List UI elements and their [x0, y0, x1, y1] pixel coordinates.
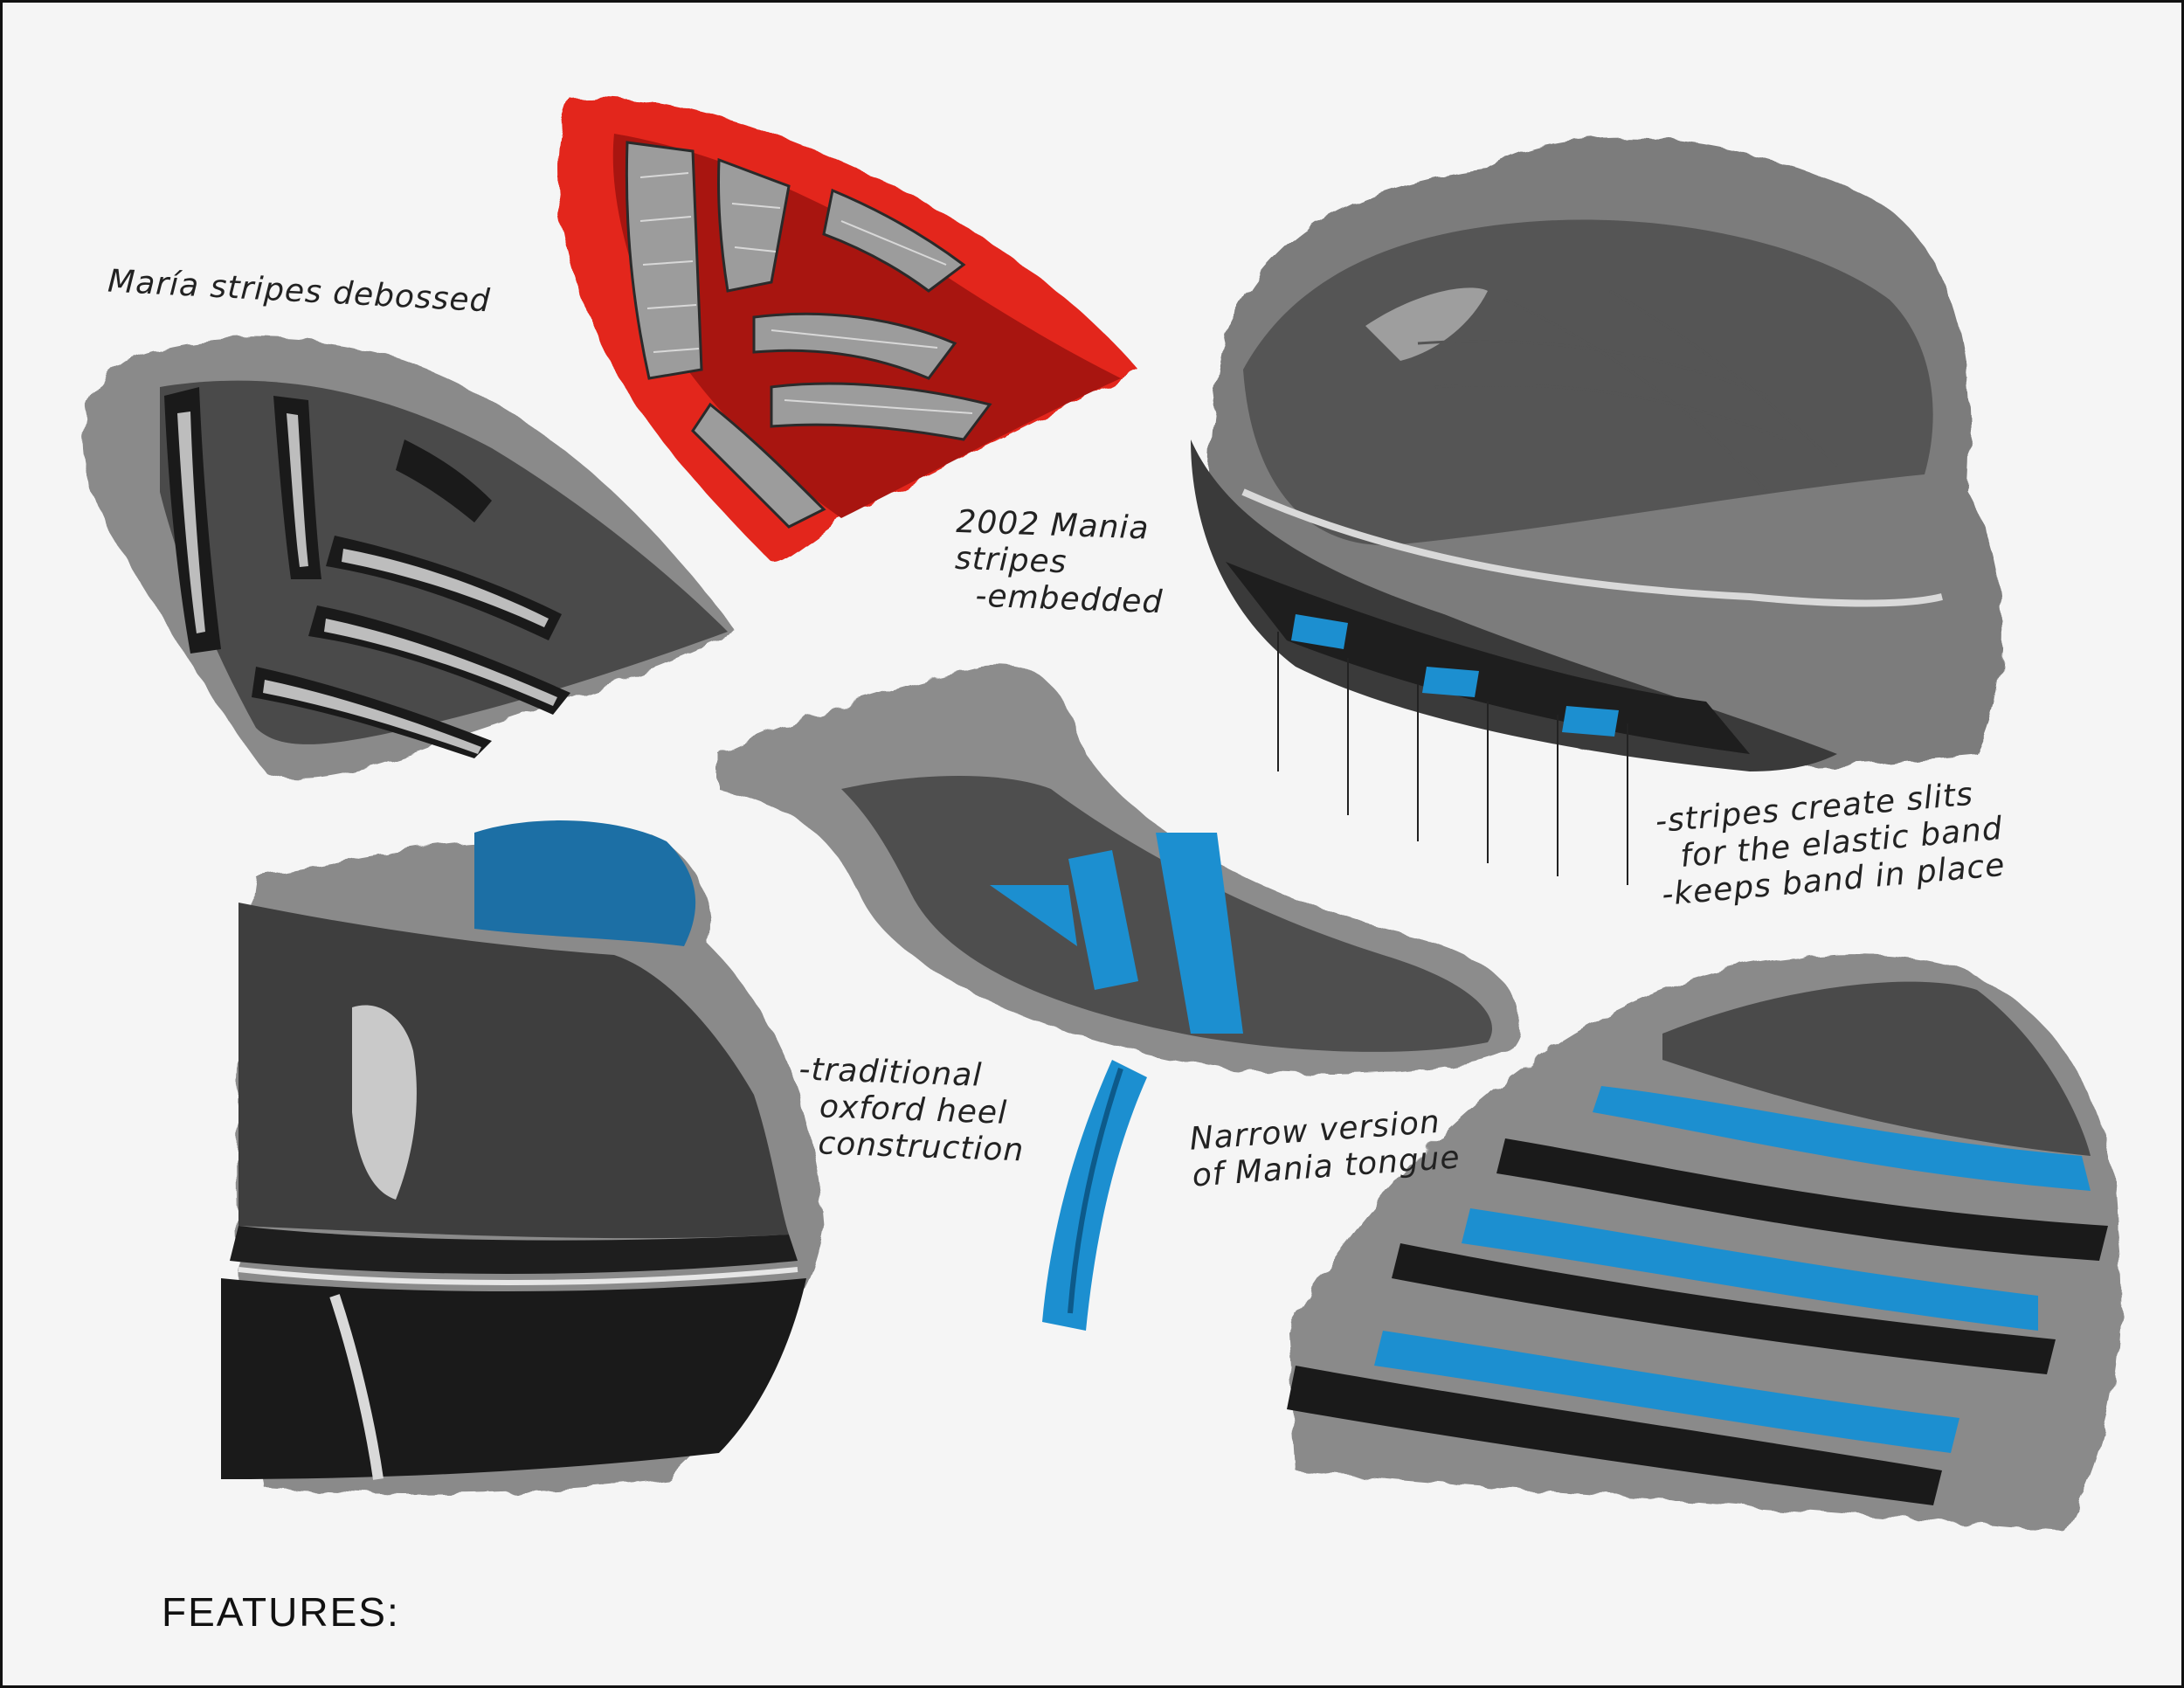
sole-slits-sketch: [1191, 138, 2002, 885]
maria-stripes-sketch: [83, 337, 737, 778]
mania-2002-annotation: 2002 Mania stripes -embedded: [952, 503, 1164, 621]
mania-tongue-sketch: [719, 665, 1520, 1331]
oxford-heel-sketch: [221, 820, 824, 1494]
oxford-heel-annotation: -traditional oxford heel construction: [795, 1051, 1025, 1169]
mania-2002-stripes-sketch: [557, 97, 1138, 564]
stripes-closeup-sketch: [1287, 954, 2122, 1532]
sketch-artwork: [83, 97, 2122, 1532]
features-label: FEATURES:: [162, 1589, 400, 1635]
